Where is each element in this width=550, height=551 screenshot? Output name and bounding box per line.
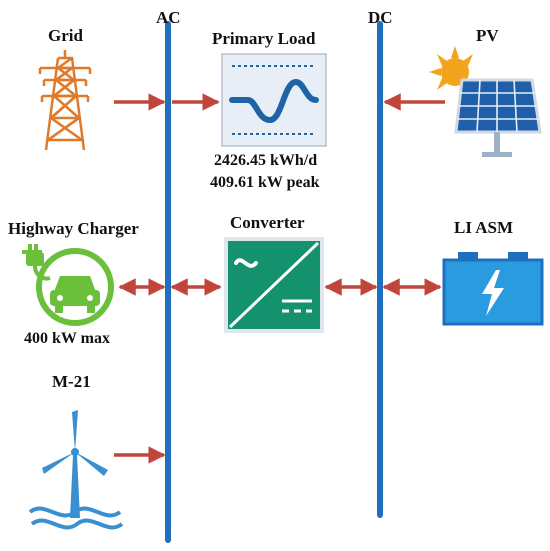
pv-label: PV [476,26,499,45]
wind-turbine-icon [28,410,124,530]
ev-charger-icon [22,244,114,326]
primary-load-energy: 2426.45 kWh/d [214,152,318,169]
power-flow-arrows [114,93,445,464]
primary-load-peak: 409.61 kW peak [210,174,320,191]
battery-icon [442,252,544,326]
battery-label: LI ASM [454,218,514,237]
highway-charger-label: Highway Charger [8,219,139,238]
transmission-tower-icon [38,50,92,151]
ac-bus-label: AC [156,8,181,27]
load-curve-icon [221,53,327,147]
primary-load-label: Primary Load [212,29,316,48]
wind-label: M-21 [52,372,91,391]
grid-label: Grid [48,26,83,45]
dc-bus-label: DC [368,8,393,27]
highway-charger-capacity: 400 kW max [24,330,110,347]
converter-label: Converter [230,213,305,232]
solar-panel-icon [429,46,542,157]
converter-icon [224,237,324,333]
